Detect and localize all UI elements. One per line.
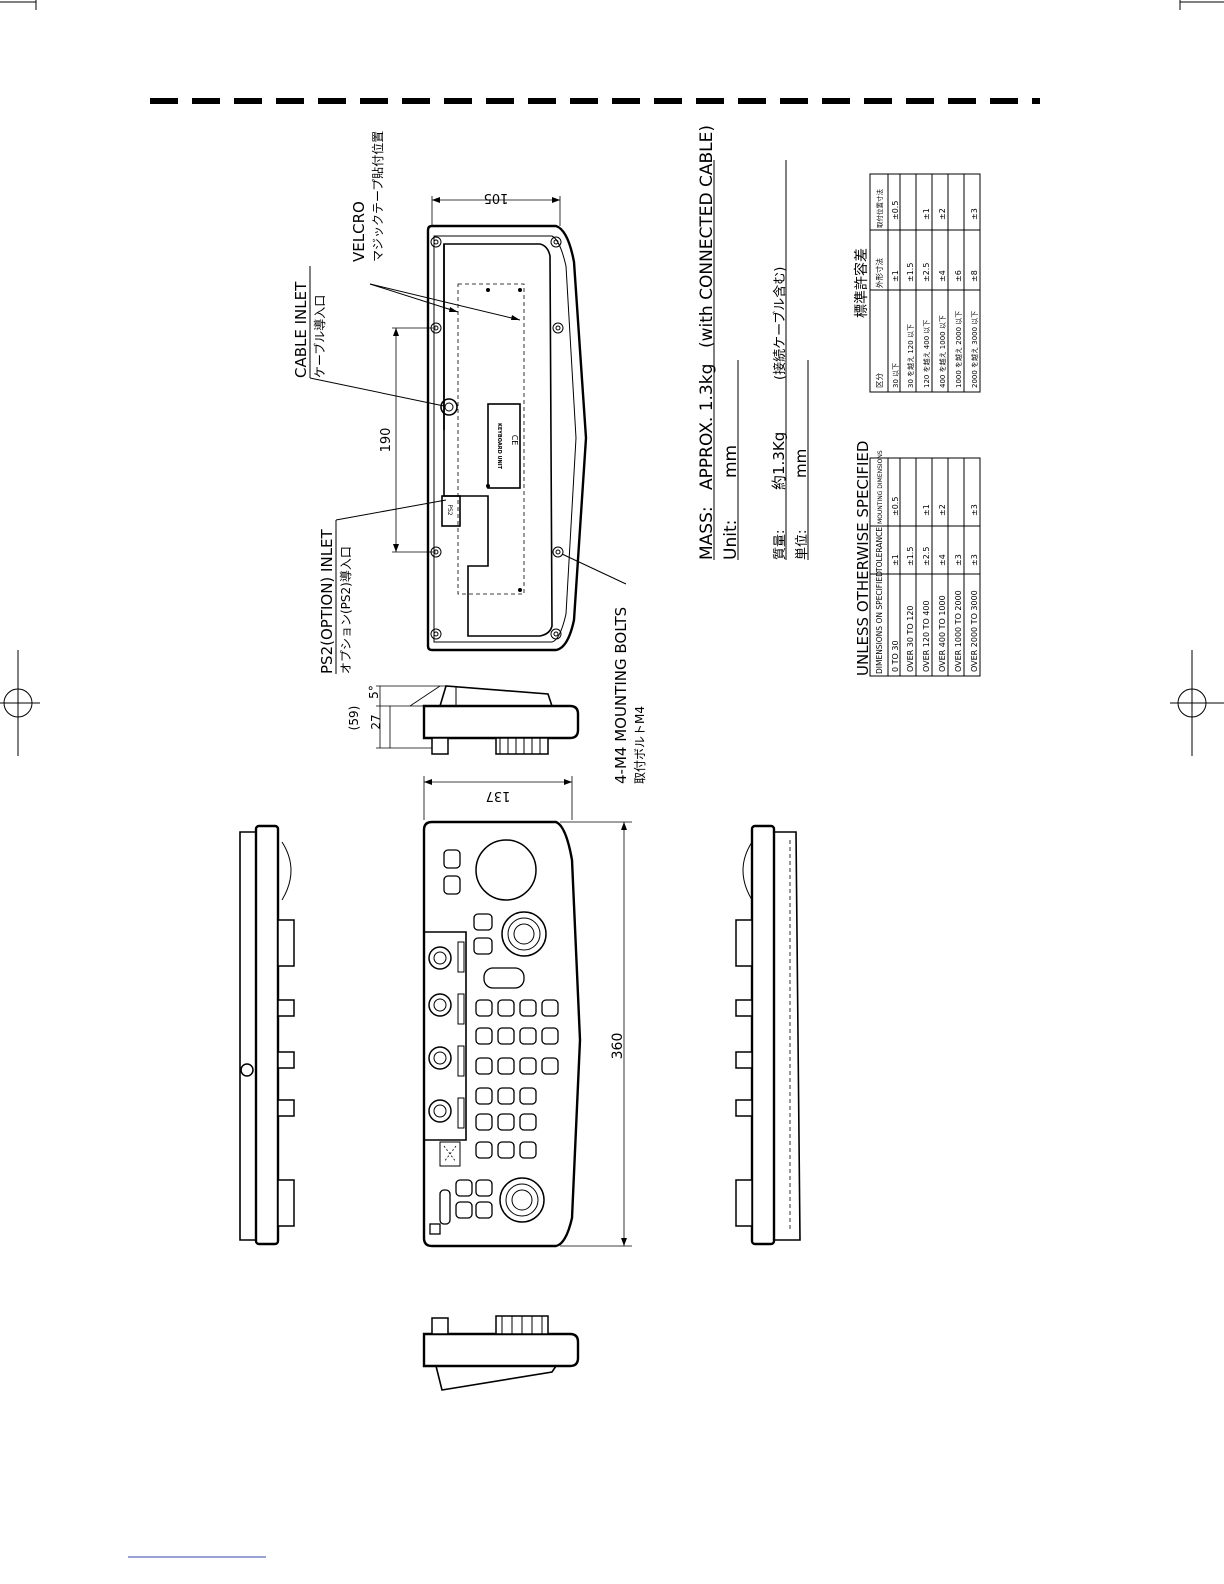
svg-text:400 を越え 1000 以下: 400 を越え 1000 以下 <box>938 315 947 388</box>
dimension-105: 105 <box>431 190 561 226</box>
svg-text:±2.5: ±2.5 <box>922 263 931 282</box>
callout-cable-inlet: CABLE INLET ケーブル導入口 <box>292 266 445 407</box>
jp-mass-label: 質量: <box>773 530 788 560</box>
svg-text:OVER 120 TO 400: OVER 120 TO 400 <box>922 600 931 672</box>
tolerance-en-title: UNLESS OTHERWISE SPECIFIED <box>854 441 872 676</box>
side-view-far-right <box>735 824 801 1246</box>
front-view <box>422 820 582 1248</box>
svg-text:MOUNTING DIMENSIONS: MOUNTING DIMENSIONS <box>877 450 884 524</box>
svg-text:OVER 400 TO 1000: OVER 400 TO 1000 <box>938 595 947 672</box>
svg-text:137: 137 <box>486 788 511 803</box>
svg-text:360: 360 <box>610 1033 626 1060</box>
jp-unit-label: 単位: <box>794 530 810 560</box>
jp-unit-value: mm <box>792 449 810 478</box>
svg-text:取付位置寸法: 取付位置寸法 <box>875 189 884 229</box>
crop-marks <box>0 0 1224 10</box>
svg-text:±1.5: ±1.5 <box>906 263 915 282</box>
side-view-dimensions: (59) 27 5° <box>347 685 446 749</box>
ps2-port-label: PS2 <box>446 504 453 515</box>
svg-text:4-M4 MOUNTING BOLTS: 4-M4 MOUNTING BOLTS <box>612 607 630 784</box>
svg-text:±6: ±6 <box>954 270 963 282</box>
registration-mark-left <box>0 650 40 756</box>
svg-text:マジックテープ貼付位置: マジックテープ貼付位置 <box>370 131 385 262</box>
svg-text:VELCRO: VELCRO <box>350 201 368 262</box>
side-view-right <box>422 685 580 755</box>
unit-label: Unit: <box>721 520 741 560</box>
unit-value: mm <box>721 445 741 478</box>
mass-block: MASS: APPROX. 1.3kg (with CONNECTED CABL… <box>697 125 810 560</box>
svg-text:±2: ±2 <box>938 504 947 516</box>
svg-text:27: 27 <box>369 714 383 729</box>
svg-text:1000 を越え 2000 以下: 1000 を越え 2000 以下 <box>954 311 963 388</box>
dimension-360: 360 <box>560 821 632 1247</box>
svg-text:±0.5: ±0.5 <box>891 497 900 516</box>
svg-text:±3: ±3 <box>970 208 979 220</box>
svg-text:±2.5: ±2.5 <box>922 547 931 566</box>
end-view-bottom <box>422 1315 580 1391</box>
svg-text:2000 を越え 3000 以下: 2000 を越え 3000 以下 <box>970 311 979 388</box>
svg-text:CABLE INLET: CABLE INLET <box>292 281 310 378</box>
svg-text:ケーブル導入口: ケーブル導入口 <box>312 295 327 378</box>
mass-note: (with CONNECTED CABLE) <box>697 125 717 348</box>
callout-ps2-inlet: PS2(OPTION) INLET オプション(PS2)導入口 <box>318 499 447 674</box>
jp-mass-value: 約1.3Kg <box>770 432 788 490</box>
rear-view: KEYBOARD UNIT CE PS2 <box>426 224 588 652</box>
svg-text:5°: 5° <box>367 685 381 699</box>
side-view-left <box>239 824 295 1246</box>
tolerance-jp-title: 標準許容差 <box>853 248 870 318</box>
svg-text:区分: 区分 <box>875 373 884 388</box>
svg-text:OVER 1000 TO 2000: OVER 1000 TO 2000 <box>954 590 963 672</box>
svg-text:オプション(PS2)導入口: オプション(PS2)導入口 <box>339 546 353 674</box>
mass-label: MASS: <box>697 506 717 560</box>
svg-text:±1: ±1 <box>922 504 931 516</box>
svg-text:190: 190 <box>379 428 394 453</box>
dimension-190: 190 <box>379 327 436 553</box>
callout-velcro: VELCRO マジックテープ貼付位置 <box>350 131 521 321</box>
svg-text:±1.5: ±1.5 <box>906 547 915 566</box>
svg-text:30 を越え 120 以下: 30 を越え 120 以下 <box>906 324 915 388</box>
svg-text:105: 105 <box>484 190 509 205</box>
svg-text:30 以下: 30 以下 <box>892 363 900 388</box>
tolerance-table-en: UNLESS OTHERWISE SPECIFIED DIMENSIONS ON… <box>854 441 981 677</box>
callout-mounting-bolts: 4-M4 MOUNTING BOLTS 取付ボルトM4 <box>561 553 647 784</box>
nameplate-marks: CE <box>510 435 519 446</box>
svg-text:OVER 2000 TO 3000: OVER 2000 TO 3000 <box>970 590 979 672</box>
dimension-137: 137 <box>423 776 573 820</box>
svg-text:±4: ±4 <box>938 270 947 282</box>
svg-text:±1: ±1 <box>891 554 900 566</box>
svg-text:±0.5: ±0.5 <box>891 201 900 220</box>
key-grid <box>475 999 559 1159</box>
registration-mark-right <box>1170 650 1224 756</box>
svg-text:±3: ±3 <box>970 554 979 566</box>
svg-text:取付ボルトM4: 取付ボルトM4 <box>633 706 647 784</box>
svg-text:±8: ±8 <box>970 270 979 282</box>
svg-text:PS2(OPTION) INLET: PS2(OPTION) INLET <box>318 528 336 674</box>
svg-text:OVER 30 TO 120: OVER 30 TO 120 <box>906 605 915 672</box>
svg-text:±3: ±3 <box>954 554 963 566</box>
jp-mass-note: (接続ケーブル含む) <box>772 267 788 380</box>
svg-text:(59): (59) <box>347 706 361 731</box>
svg-text:±1: ±1 <box>922 208 931 220</box>
svg-text:±4: ±4 <box>938 554 947 566</box>
svg-text:±3: ±3 <box>970 504 979 516</box>
svg-text:外形寸法: 外形寸法 <box>874 258 884 288</box>
mass-value: APPROX. 1.3kg <box>697 364 717 490</box>
svg-text:±1: ±1 <box>891 270 900 282</box>
svg-text:0 TO 30: 0 TO 30 <box>891 640 900 672</box>
tolerance-table-jp: 標準許容差 区分 外形寸法 取付位置寸法 30 以下 ±1 ±0.5 30 を越… <box>853 173 981 393</box>
nameplate-title: KEYBOARD UNIT <box>496 423 502 470</box>
svg-text:DIMENSIONS ON SPECIFIED: DIMENSIONS ON SPECIFIED <box>875 571 884 674</box>
svg-text:120 を越え 400 以下: 120 を越え 400 以下 <box>922 320 931 388</box>
svg-text:TOLERANCE: TOLERANCE <box>875 527 884 573</box>
svg-text:±2: ±2 <box>938 208 947 220</box>
